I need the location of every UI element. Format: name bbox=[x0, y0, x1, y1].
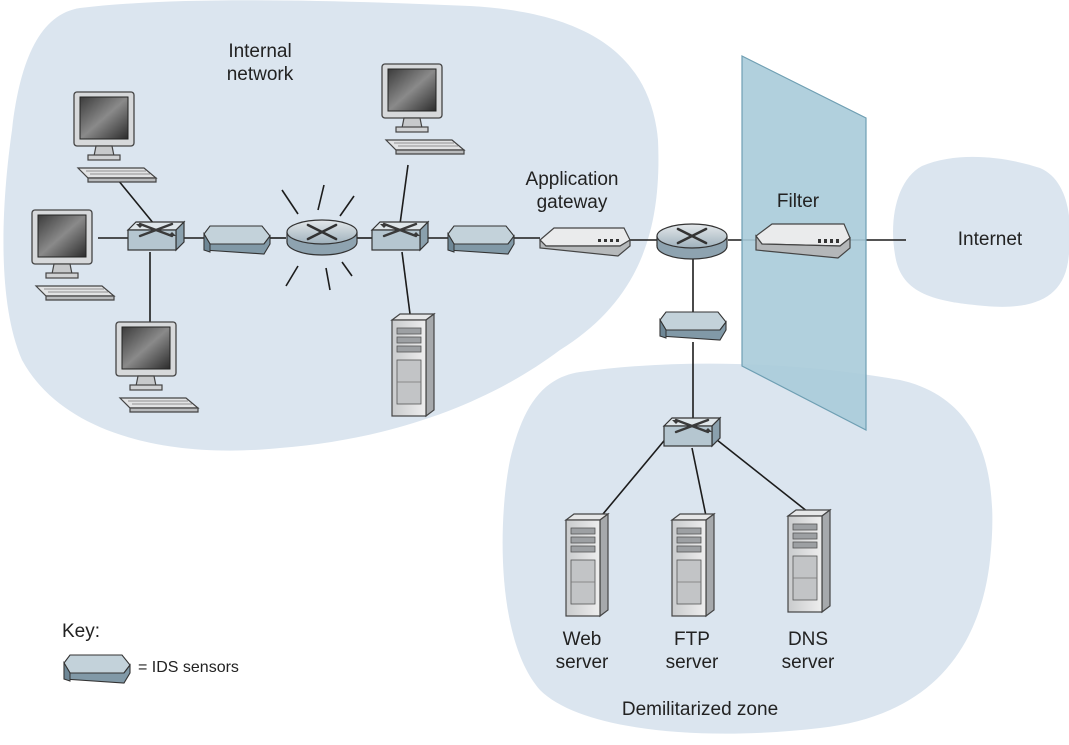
key-title: Key: bbox=[62, 621, 101, 642]
network-links bbox=[98, 164, 906, 521]
application-gateway-label: Application gateway bbox=[506, 168, 638, 214]
web-server-line1: Web bbox=[562, 629, 602, 650]
switch-left-icon bbox=[126, 220, 186, 252]
web-server-label: Web server bbox=[544, 628, 620, 674]
web-server-line2: server bbox=[555, 652, 609, 673]
internal-server-icon bbox=[391, 313, 435, 417]
application-gateway-line2: gateway bbox=[536, 192, 608, 213]
dns-server-icon bbox=[787, 509, 831, 613]
dmz-label: Demilitarized zone bbox=[621, 699, 779, 720]
dns-server-label: DNS server bbox=[770, 628, 846, 674]
key-ids-label: = IDS sensors bbox=[138, 659, 239, 676]
web-server-icon bbox=[565, 513, 609, 617]
ids-sensor-1-icon bbox=[203, 225, 271, 255]
filter-label: Filter bbox=[776, 191, 820, 212]
ids-sensor-key-icon bbox=[63, 654, 131, 684]
internet-label: Internet bbox=[957, 229, 1023, 250]
switch-middle-icon bbox=[370, 220, 430, 252]
dns-server-line2: server bbox=[781, 652, 835, 673]
switch-dmz-icon bbox=[662, 416, 722, 448]
internal-network-line2: network bbox=[226, 64, 294, 85]
ftp-server-icon bbox=[671, 513, 715, 617]
internal-network-line1: Internal bbox=[228, 41, 292, 62]
ftp-server-line2: server bbox=[665, 652, 719, 673]
ids-sensor-3-icon bbox=[659, 311, 727, 341]
ftp-server-label: FTP server bbox=[654, 628, 730, 674]
router-border-icon bbox=[655, 222, 729, 261]
internal-network-label: Internal network bbox=[210, 40, 310, 86]
dmz-cloud bbox=[502, 363, 993, 734]
ids-sensor-2-icon bbox=[447, 225, 515, 255]
router-internal-icon bbox=[285, 218, 359, 257]
dns-server-line1: DNS bbox=[787, 629, 829, 650]
ftp-server-line1: FTP bbox=[674, 629, 710, 650]
application-gateway-line1: Application bbox=[525, 169, 619, 190]
internet-cloud bbox=[893, 156, 1069, 307]
